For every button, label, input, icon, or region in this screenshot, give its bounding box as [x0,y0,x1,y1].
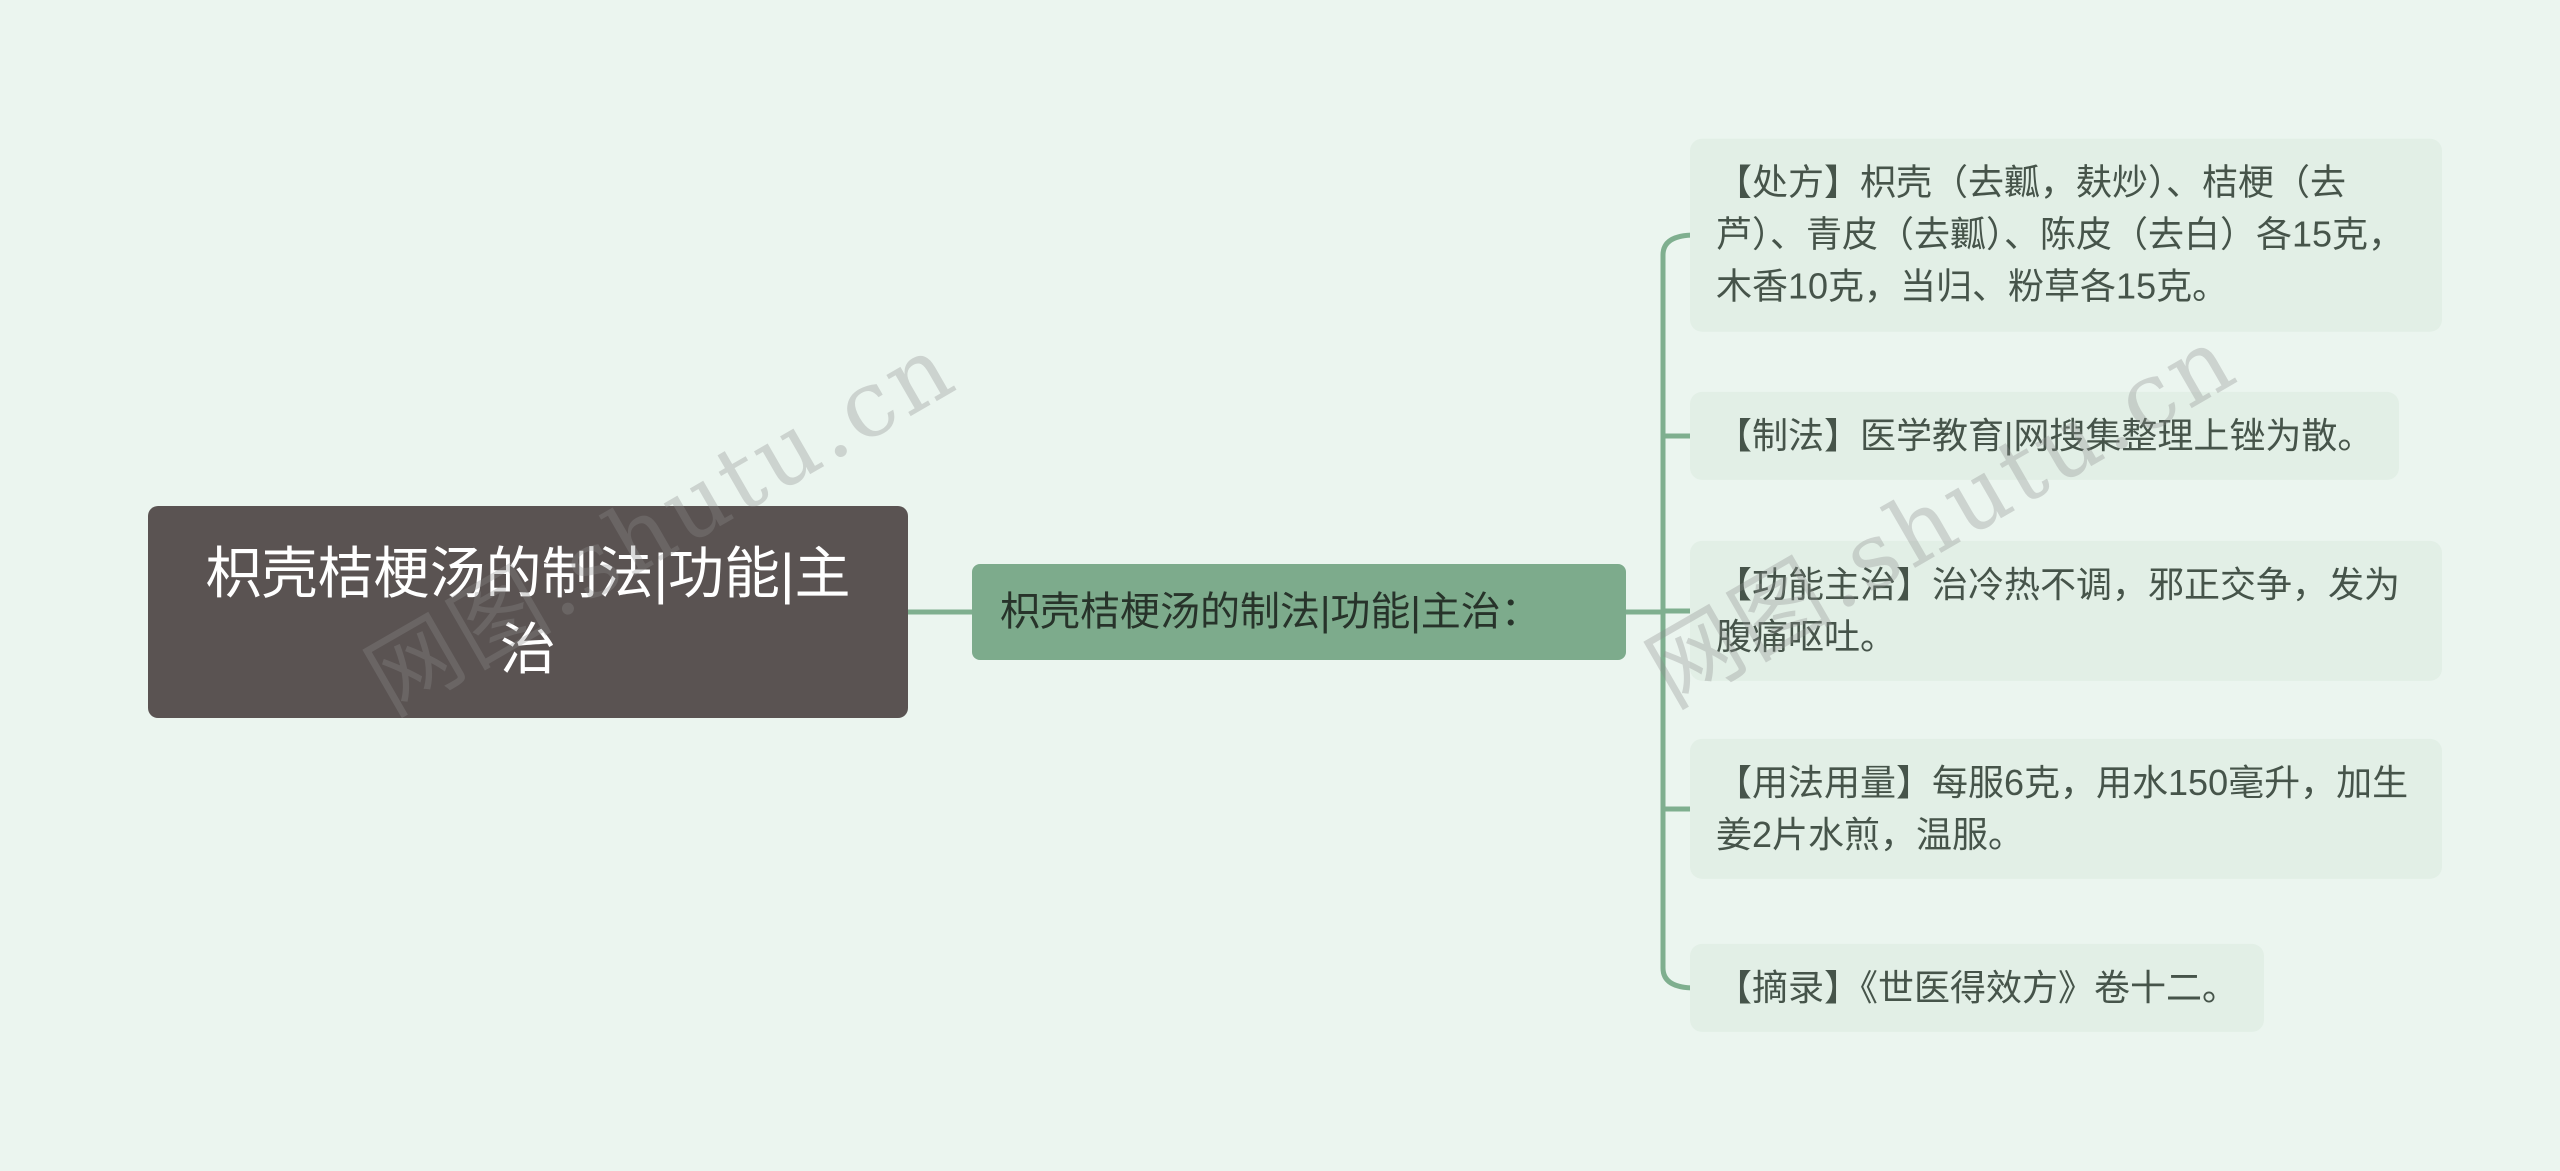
title-node: 枳壳桔梗汤的制法|功能|主治 [148,506,908,718]
branch-node-functions: 【功能主治】治冷热不调，邪正交争，发为腹痛呕吐。 [1690,540,2442,682]
branch-node-excerpt: 【摘录】《世医得效方》卷十二。 [1690,943,2265,1033]
title-node-label: 枳壳桔梗汤的制法|功能|主治 [205,542,851,681]
root-node: 枳壳桔梗汤的制法|功能|主治： [972,564,1626,660]
branch-node-prescription: 【处方】枳壳（去瓤，麸炒）、桔梗（去芦）、青皮（去瓤）、陈皮（去白）各15克，木… [1690,138,2442,332]
root-node-label: 枳壳桔梗汤的制法|功能|主治： [1000,590,1541,634]
branch-node-dosage: 【用法用量】每服6克，用水150毫升，加生姜2片水煎，温服。 [1690,738,2442,880]
branch-label: 【处方】枳壳（去瓤，麸炒）、桔梗（去芦）、青皮（去瓤）、陈皮（去白）各15克，木… [1716,161,2405,308]
branch-label: 【摘录】《世医得效方》卷十二。 [1716,966,2239,1008]
branch-node-preparation: 【制法】医学教育|网搜集整理上锉为散。 [1690,391,2400,481]
branch-label: 【制法】医学教育|网搜集整理上锉为散。 [1716,414,2374,456]
branch-label: 【用法用量】每服6克，用水150毫升，加生姜2片水煎，温服。 [1716,761,2409,855]
branch-label: 【功能主治】治冷热不调，邪正交争，发为腹痛呕吐。 [1716,563,2401,657]
